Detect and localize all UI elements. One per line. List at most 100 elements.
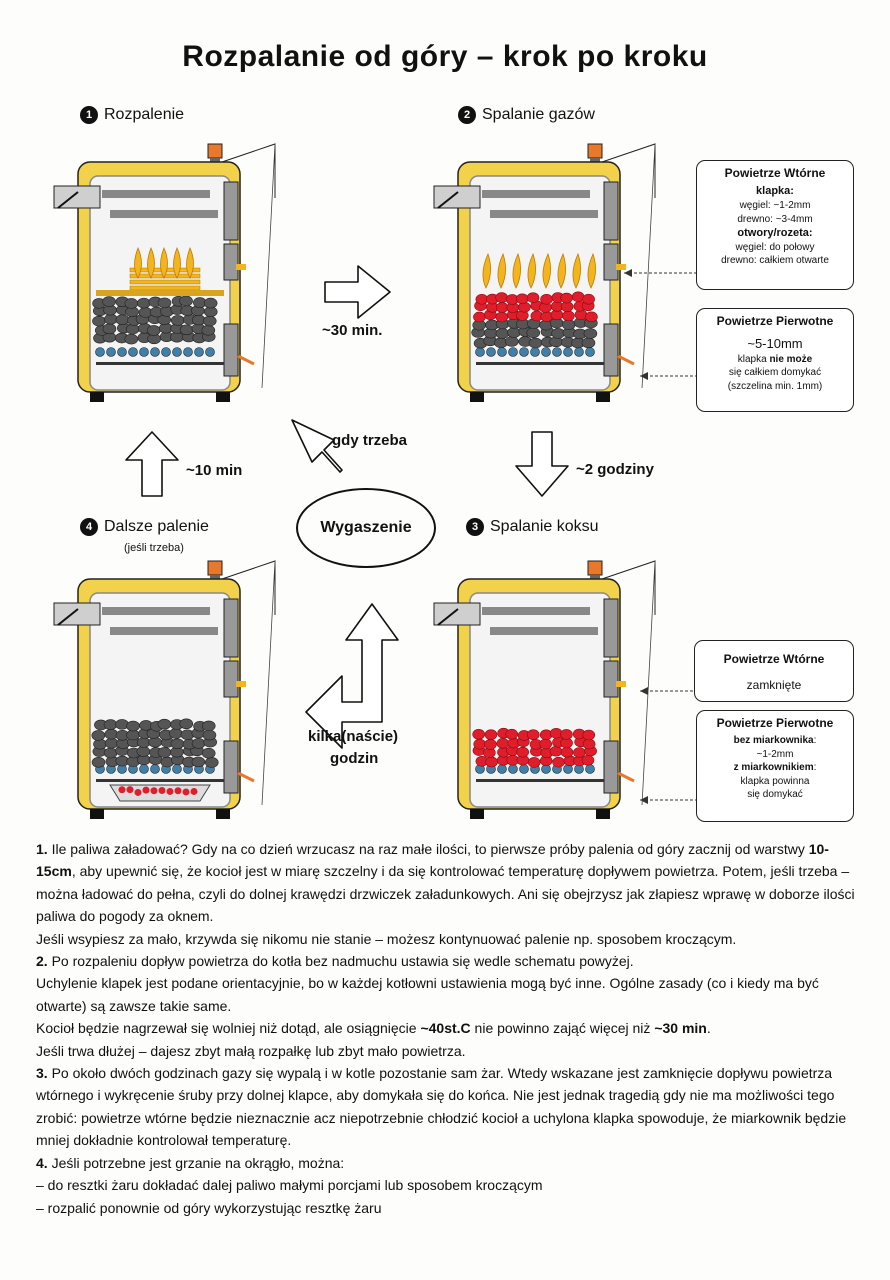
step-number: 4 (80, 518, 98, 536)
instructions-text: 1. Ile paliwa załadować? Gdy na co dzień… (36, 838, 866, 1219)
leg-left (90, 392, 104, 402)
coal-piece (203, 297, 218, 309)
secondary-air-box: Powietrze Wtórne klapka: węgiel: ~1-2mm … (696, 160, 854, 290)
ember-piece (142, 786, 150, 794)
step-title: Rozpalenie (104, 106, 185, 123)
ember-piece (505, 728, 519, 740)
box-title: Powietrze Pierwotne (716, 716, 834, 730)
flue-damper (437, 191, 459, 209)
para-number: 4. (36, 1154, 48, 1171)
coal-piece (201, 747, 216, 759)
leg-left (470, 809, 484, 819)
ash-pellet (194, 347, 204, 357)
flame (160, 246, 168, 279)
baffle (110, 210, 218, 218)
paragraph-2: 2. Po rozpaleniu dopływ powietrza do kot… (36, 950, 866, 972)
ember-piece (118, 786, 126, 794)
step-4-note: (jeśli trzeba) (124, 542, 184, 554)
step-number: 1 (80, 106, 98, 124)
para-text: Ile paliwa załadować? Gdy na co dzień wr… (47, 841, 809, 857)
ash-pellet (205, 347, 215, 357)
step-2-label: 2 Spalanie gazów (458, 106, 595, 124)
grate (96, 362, 224, 365)
step-title: Spalanie koksu (490, 518, 599, 535)
box-line: otwory/rozeta: (737, 227, 813, 240)
ember-piece (526, 292, 540, 303)
coal-piece (201, 720, 216, 732)
secondary-air-damper (616, 264, 626, 270)
secondary-air-damper (616, 681, 626, 687)
page-title: Rozpalanie od góry – krok po kroku (182, 40, 708, 73)
arrow-elbow-icon (305, 603, 399, 749)
lower-handle (237, 771, 255, 783)
lower-door (223, 740, 239, 794)
paragraph-4c: – rozpalić ponownie od góry wykorzystują… (36, 1199, 382, 1216)
boiler-3-illustration (433, 560, 656, 819)
kindling (129, 279, 201, 285)
ember-piece (484, 729, 498, 740)
transition-label: godzin (330, 750, 379, 767)
flame (497, 252, 506, 289)
flame (482, 252, 491, 289)
step-number: 2 (458, 106, 476, 124)
paragraph-3: 3. Po około dwóch godzinach gazy się wyp… (36, 1062, 866, 1152)
upper-door (223, 181, 239, 241)
arrow-down-icon (515, 431, 569, 497)
ash-pellet (150, 347, 160, 357)
flue-damper (57, 191, 79, 209)
lower-handle (237, 354, 255, 366)
control-chain (261, 143, 276, 389)
transition-label: kilka(naście) (308, 728, 399, 745)
ash-pellet (552, 347, 562, 357)
paragraph-1: 1. Ile paliwa załadować? Gdy na co dzień… (36, 838, 866, 928)
secondary-air-damper (236, 681, 246, 687)
para-text: , aby upewnić się, że kocioł jest w miar… (36, 863, 855, 925)
para-bold: 10-15cm (36, 841, 829, 880)
leg-left (90, 809, 104, 819)
para-number: 2. (36, 953, 48, 970)
flame (557, 252, 566, 289)
baffle (490, 210, 598, 218)
flame (147, 246, 155, 279)
ember-piece (526, 729, 540, 740)
box-title: Powietrze Pierwotne (716, 314, 834, 328)
leg-left (470, 392, 484, 402)
flue-damper (57, 608, 79, 626)
coal-piece (191, 756, 206, 768)
ember-piece (182, 788, 190, 796)
grate (96, 779, 224, 782)
para-text: Po około dwóch godzinach gazy się wypalą… (36, 1065, 847, 1149)
boiler-2-illustration (433, 143, 656, 402)
box-line: węgiel: ~1-2mm (739, 200, 811, 212)
ash-pellet (183, 347, 193, 357)
flame (572, 252, 581, 289)
leg-right (596, 392, 610, 402)
coal-piece (102, 296, 116, 307)
ember-piece (560, 729, 573, 740)
ash-pellet (172, 347, 182, 357)
leg-right (596, 809, 610, 819)
box-line: bez miarkownika: (701, 734, 849, 748)
flame (542, 252, 551, 289)
lower-door (223, 323, 239, 377)
box-title: Powietrze Wtórne (724, 166, 826, 180)
ash-pellet (106, 347, 116, 357)
para-number: 3. (36, 1065, 48, 1082)
baffle (490, 627, 598, 635)
ash-pellet (508, 347, 518, 357)
box-line: klapka powinna (740, 775, 810, 787)
flame (134, 246, 142, 279)
para-text: Jeśli potrzebne jest grzanie na okrągło,… (47, 1154, 345, 1171)
ember-piece (166, 787, 174, 795)
arrow-up-icon (125, 431, 179, 497)
ember-piece (585, 311, 598, 323)
control-chain (641, 143, 656, 389)
step-title: Spalanie gazów (482, 106, 595, 123)
lower-handle (617, 354, 635, 366)
step-1-label: 1 Rozpalenie (80, 106, 184, 124)
arrow-diagonal-icon (291, 419, 343, 473)
para-text: nie powinno zająć więcej niż (470, 1020, 655, 1037)
kindling-base (96, 290, 224, 296)
ember-piece (134, 788, 142, 796)
ash-pellet (128, 347, 138, 357)
